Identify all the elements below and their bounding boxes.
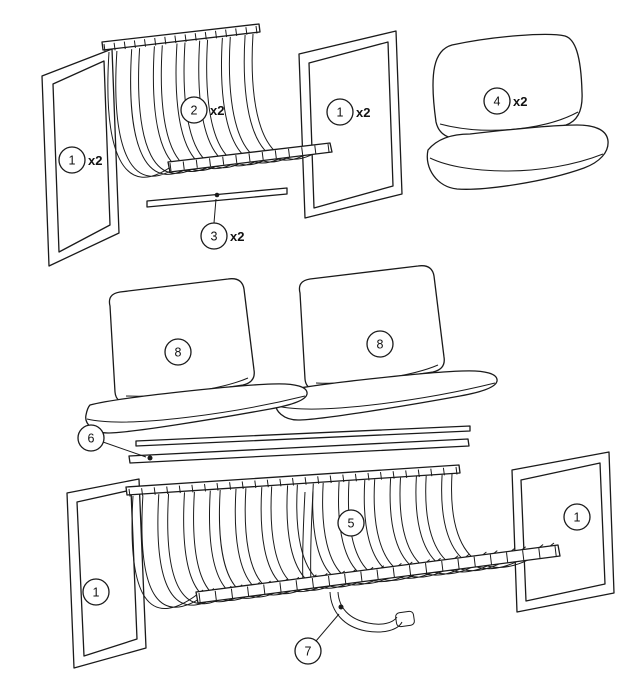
callout-cushion-set: 4 x2 [483, 87, 527, 115]
fastener-dot [338, 604, 344, 610]
callout-circle [483, 87, 511, 115]
callout-circle [164, 338, 192, 366]
callout-back-cushion-left: 8 [164, 338, 192, 366]
side-frame-bottom-right-drawing [511, 451, 615, 613]
callout-circle [58, 146, 86, 174]
strap-wrap-ticks [169, 143, 330, 172]
callout-number: 8 [377, 338, 384, 352]
strap-wrap-ticks [198, 545, 557, 604]
cushion-set-drawing [426, 33, 609, 190]
callout-circle [294, 637, 322, 665]
sling-seat-large-drawing [125, 464, 561, 610]
callout-number: 3 [211, 230, 218, 244]
callout-qty: x2 [230, 229, 244, 244]
callout-number: 1 [69, 154, 76, 168]
sling-seat-small-drawing [101, 23, 333, 178]
callouts-layer: 1 x2 2 x2 1 x2 3 x2 4 x2 8 [58, 87, 591, 665]
callout-frame-bottom-left: 1 [82, 578, 110, 606]
callout-frame-top-right: 1 x2 [326, 98, 370, 126]
sofa-exploded-view [66, 265, 615, 669]
callout-number: 5 [348, 517, 355, 531]
callout-back-cushion-right: 8 [366, 330, 394, 358]
foot-pad [395, 610, 415, 628]
callout-number: 1 [574, 511, 581, 525]
callout-leader-line [213, 198, 217, 224]
callout-leader-line [315, 613, 340, 642]
callout-circle [77, 424, 105, 452]
callout-circle [366, 330, 394, 358]
callout-circle [180, 96, 208, 124]
sling-top-bar [101, 23, 261, 51]
callout-number: 4 [494, 95, 501, 109]
callout-support-strap: 7 [294, 637, 322, 665]
callout-frame-top-left: 1 x2 [58, 146, 102, 174]
strap-wrap-ticks [103, 25, 258, 52]
back-rail-drawing [102, 425, 471, 464]
fastener-dot [147, 455, 153, 461]
callout-qty: x2 [88, 153, 102, 168]
callout-number: 2 [191, 104, 198, 118]
callout-qty: x2 [513, 94, 527, 109]
callout-number: 7 [305, 645, 312, 659]
support-strap-drawing [315, 591, 415, 642]
callout-circle [200, 222, 228, 250]
callout-circle [563, 503, 591, 531]
callout-sling-small: 2 x2 [180, 96, 224, 124]
strap-wrap-ticks [128, 466, 458, 497]
back-cushion-left-drawing [85, 278, 308, 434]
callout-stretcher-bar: 3 x2 [200, 222, 244, 250]
callout-number: 6 [88, 432, 95, 446]
side-frame-bottom-left-drawing [66, 478, 147, 669]
center-strap [302, 490, 314, 586]
callout-circle [326, 98, 354, 126]
callout-leader-line [102, 441, 147, 458]
callout-qty: x2 [210, 103, 224, 118]
strap-lines [107, 33, 328, 178]
callout-frame-bottom-right: 1 [563, 503, 591, 531]
stretcher-bar-drawing [146, 187, 288, 224]
chair-exploded-view [41, 23, 609, 267]
side-frame-top-right-drawing [298, 30, 403, 219]
callout-number: 8 [175, 346, 182, 360]
callout-sling-large: 5 [337, 509, 365, 537]
side-frame-top-left-drawing [41, 48, 120, 267]
callout-number: 1 [93, 586, 100, 600]
fastener-dot [214, 192, 220, 198]
callout-circle [337, 509, 365, 537]
callout-number: 1 [337, 106, 344, 120]
callout-back-rail: 6 [77, 424, 105, 452]
callout-qty: x2 [356, 105, 370, 120]
strap-lines [131, 473, 555, 610]
callout-circle [82, 578, 110, 606]
